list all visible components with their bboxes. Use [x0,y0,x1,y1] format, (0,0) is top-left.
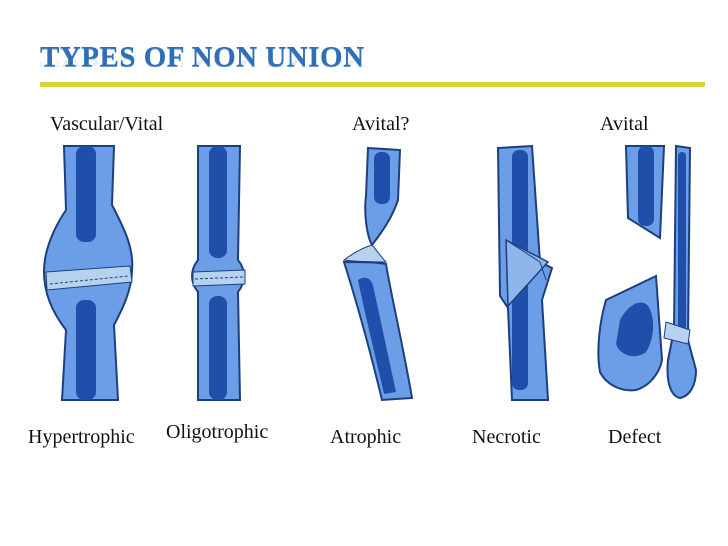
group-label-avital-question: Avital? [352,113,410,135]
label-hypertrophic: Hypertrophic [28,426,135,448]
defect-bone [597,144,698,400]
necrotic-bone [496,144,554,401]
atrophic-bone [342,146,414,402]
group-label-avital: Avital [600,113,649,135]
oligotrophic-bone [191,145,246,401]
label-oligotrophic: Oligotrophic [166,421,269,443]
title-underline [40,82,705,87]
page-title: TYPES OF NON UNION [40,41,365,73]
label-necrotic: Necrotic [472,426,541,448]
label-atrophic: Atrophic [330,426,402,448]
hypertrophic-bone [42,145,134,401]
group-label-vascular: Vascular/Vital [50,113,164,135]
label-defect: Defect [608,426,662,448]
